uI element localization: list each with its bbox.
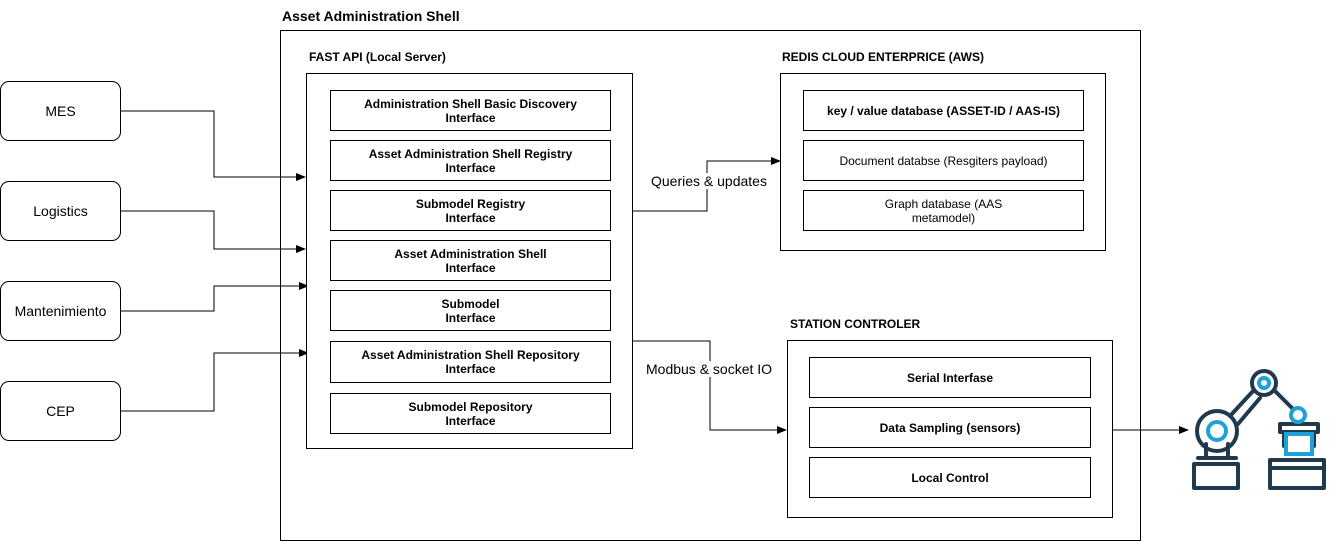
interface-submodel-repository: Submodel Repository Interface — [330, 393, 611, 434]
source-mes: MES — [0, 81, 121, 141]
edge-mantenimiento — [121, 282, 309, 312]
source-mantenimiento: Mantenimiento — [0, 281, 121, 341]
station-data-sampling: Data Sampling (sensors) — [809, 407, 1091, 448]
robot-arm-icon — [1192, 369, 1326, 490]
edge-logistics — [121, 210, 306, 253]
source-logistics: Logistics — [0, 181, 121, 241]
redis-graph-database: Graph database (AAS metamodel) — [803, 190, 1084, 231]
source-cep: CEP — [0, 381, 121, 441]
edge-label-queries: Queries & updates — [651, 173, 767, 189]
redis-kv-database: key / value database (ASSET-ID / AAS-IS) — [803, 90, 1084, 131]
redis-title: REDIS CLOUD ENTERPRICE (AWS) — [782, 50, 985, 64]
fastapi-title: FAST API (Local Server) — [309, 50, 446, 64]
interface-aas: Asset Administration Shell Interface — [330, 240, 611, 281]
edge-mes — [121, 110, 306, 181]
edge-modbus — [633, 340, 787, 434]
interface-aas-repository: Asset Administration Shell Repository In… — [330, 341, 611, 383]
edge-label-modbus: Modbus & socket IO — [646, 361, 773, 377]
station-local-control: Local Control — [809, 457, 1091, 498]
station-title: STATION CONTROLER — [790, 317, 921, 331]
redis-document-database: Document databse (Resgiters payload) — [803, 140, 1084, 181]
aas-container — [280, 30, 1141, 541]
interface-aas-registry: Asset Administration Shell Registry Inte… — [330, 140, 611, 181]
edge-cep — [121, 349, 309, 412]
station-serial-interface: Serial Interfase — [809, 357, 1091, 398]
interface-basic-discovery: Administration Shell Basic Discovery Int… — [330, 90, 611, 131]
diagram-title: Asset Administration Shell — [282, 8, 460, 24]
interface-submodel: Submodel Interface — [330, 290, 611, 331]
interface-submodel-registry: Submodel Registry Interface — [330, 190, 611, 231]
